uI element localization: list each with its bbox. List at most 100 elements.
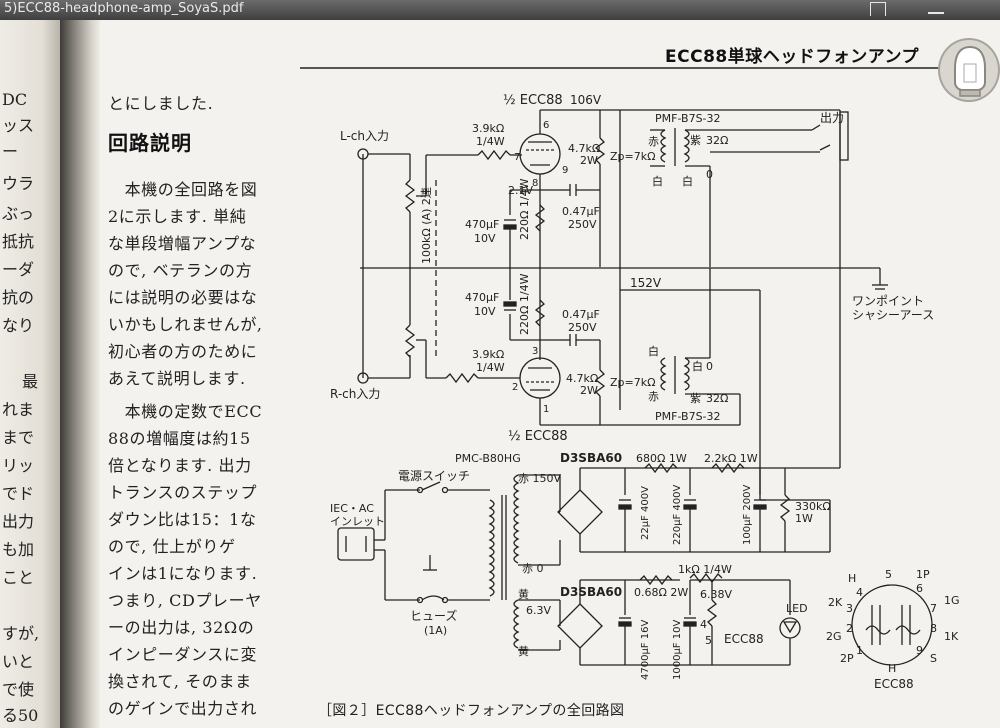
tube-top-envelope	[519, 133, 561, 175]
label-pin1: 1	[543, 404, 549, 415]
pinout-label: 4	[856, 586, 863, 599]
label-ki1: 黄	[518, 587, 529, 601]
figure-caption: ［図２］ECC88ヘッドフォンアンプの全回路図	[318, 703, 625, 719]
left-page-fragment: で使	[2, 680, 35, 699]
label-r330a: 330kΩ	[795, 500, 831, 513]
label-tube-bottom: ½ ECC88	[508, 429, 568, 444]
fuse-icon	[421, 595, 445, 601]
label-volume: 100kΩ (A) 2連	[419, 187, 433, 264]
paragraph-line: な単段増幅アンプな	[108, 234, 257, 253]
pinout-label: 2K	[828, 596, 843, 609]
label-c470a: 470μF	[465, 218, 499, 231]
label-v10b: 10V	[474, 305, 496, 318]
label-pmf-bot: PMF-B7S-32	[655, 410, 721, 423]
output-xfmr-bottom-primary	[660, 357, 667, 391]
paragraph-line: つまり, CDプレーヤ	[108, 591, 262, 610]
label-shiro2b: 白	[692, 359, 703, 373]
paragraph-line: 倍となります. 出力	[108, 456, 252, 475]
label-l-input: L-ch入力	[340, 129, 389, 143]
left-page-fragment: 抗の	[2, 288, 35, 307]
restore-window-icon[interactable]	[870, 2, 886, 16]
paragraph-line: インは1になります.	[108, 564, 258, 583]
label-c220: 220μF 400V	[672, 485, 683, 545]
label-fuse: ヒューズ	[410, 608, 457, 623]
label-shiro1b: 白	[682, 174, 693, 188]
paragraph-line: 本機の定数でECC	[108, 402, 263, 421]
label-c22: 22μF 400V	[640, 486, 651, 540]
label-aka150: 赤 150V	[518, 472, 561, 485]
left-page-fragment: ぶっ	[2, 204, 35, 223]
label-pin3: 3	[532, 346, 538, 357]
left-page-fragment: ーダ	[2, 260, 35, 279]
page-header-title: ECC88単球ヘッドフォンアンプ	[665, 47, 920, 67]
pinout-label: 1G	[944, 594, 960, 607]
left-page-fragment: 最	[22, 372, 39, 391]
label-aka1: 赤	[648, 135, 659, 148]
label-pin8: 8	[532, 178, 538, 189]
label-pmc: PMC-B80HG	[455, 452, 521, 465]
label-pmf-top: PMF-B7S-32	[655, 112, 721, 125]
label-r22k: 2.2kΩ 1W	[704, 452, 758, 465]
page-gutter	[60, 20, 100, 728]
vacuum-tube-badge	[938, 38, 1000, 102]
minimize-window-icon[interactable]	[928, 2, 944, 14]
header-divider	[300, 67, 940, 69]
left-page-fragment: る50	[2, 706, 39, 725]
label-rk1a: 4.7kΩ	[568, 142, 600, 155]
left-page-fragment: リッ	[2, 456, 35, 475]
paragraph-line: 本機の全回路を図	[108, 180, 258, 199]
label-v250a: 250V	[568, 218, 597, 231]
left-page-fragment: こと	[2, 568, 35, 587]
paragraph-line: 初心者の方のために	[108, 342, 258, 361]
vacuum-tube-icon	[954, 45, 986, 97]
label-c4700: 4700μF 16V	[640, 620, 651, 680]
label-v106: 106V	[570, 93, 602, 107]
left-page	[0, 20, 60, 728]
label-pin5: 5	[705, 634, 712, 647]
label-shiro2: 白	[648, 344, 659, 358]
label-led: LED	[786, 602, 808, 615]
pinout-label: 6	[916, 582, 923, 595]
left-page-fragment: ー	[2, 142, 19, 161]
label-v638: 6.38V	[700, 588, 732, 601]
pinout-label: 2	[846, 622, 853, 635]
label-ohm32a: 32Ω	[706, 134, 728, 147]
left-page-fragment: なり	[2, 316, 35, 335]
label-tube-top: ½ ECC88	[503, 93, 563, 108]
pinout-label: 1	[856, 644, 863, 657]
pinout-title: ECC88	[874, 677, 914, 691]
label-v250b: 250V	[568, 321, 597, 334]
label-iec1: IEC・AC	[330, 502, 374, 515]
pinout-label: 8	[930, 622, 937, 635]
pinout-label: 1K	[944, 630, 959, 643]
output-xfmr-top-primary	[660, 129, 667, 163]
paragraph-line: には説明の必要はな	[108, 288, 258, 307]
label-zero2: 0	[706, 360, 713, 373]
label-v152: 152V	[630, 276, 662, 290]
left-page-fragment: でド	[2, 484, 35, 503]
label-r068: 0.68Ω 2W	[634, 586, 688, 599]
label-c047b: 0.47μF	[562, 308, 600, 321]
label-fuse-rating: (1A)	[424, 624, 447, 637]
label-ohm32b: 32Ω	[706, 392, 728, 405]
label-r2b: 1/4W	[476, 361, 505, 374]
label-v10a: 10V	[474, 232, 496, 245]
paragraph-line: 2に示します. 単純	[108, 207, 247, 226]
label-r220b: 220Ω 1/4W	[518, 273, 531, 335]
label-shiro1: 白	[652, 174, 663, 188]
label-r-input: R-ch入力	[330, 387, 380, 401]
label-murasaki2: 紫	[690, 392, 701, 405]
left-page-fragment: いと	[2, 652, 35, 671]
paragraph-line: 換されて, そのまま	[108, 672, 252, 691]
section-heading: 回路説明	[108, 131, 192, 155]
label-r680: 680Ω 1W	[636, 452, 687, 465]
label-c100: 100μF 200V	[742, 485, 753, 545]
document-title: 5)ECC88-headphone-amp_SoyaS.pdf	[4, 1, 244, 16]
paragraph-line: ので, 仕上がりゲ	[108, 537, 236, 556]
label-zero1: 0	[706, 168, 713, 181]
label-c047a: 0.47μF	[562, 205, 600, 218]
label-pin4: 4	[700, 618, 707, 631]
label-r2a: 3.9kΩ	[472, 348, 504, 361]
label-v21: 2.1V	[508, 184, 533, 197]
label-zp2: Zp=7kΩ	[610, 376, 656, 389]
